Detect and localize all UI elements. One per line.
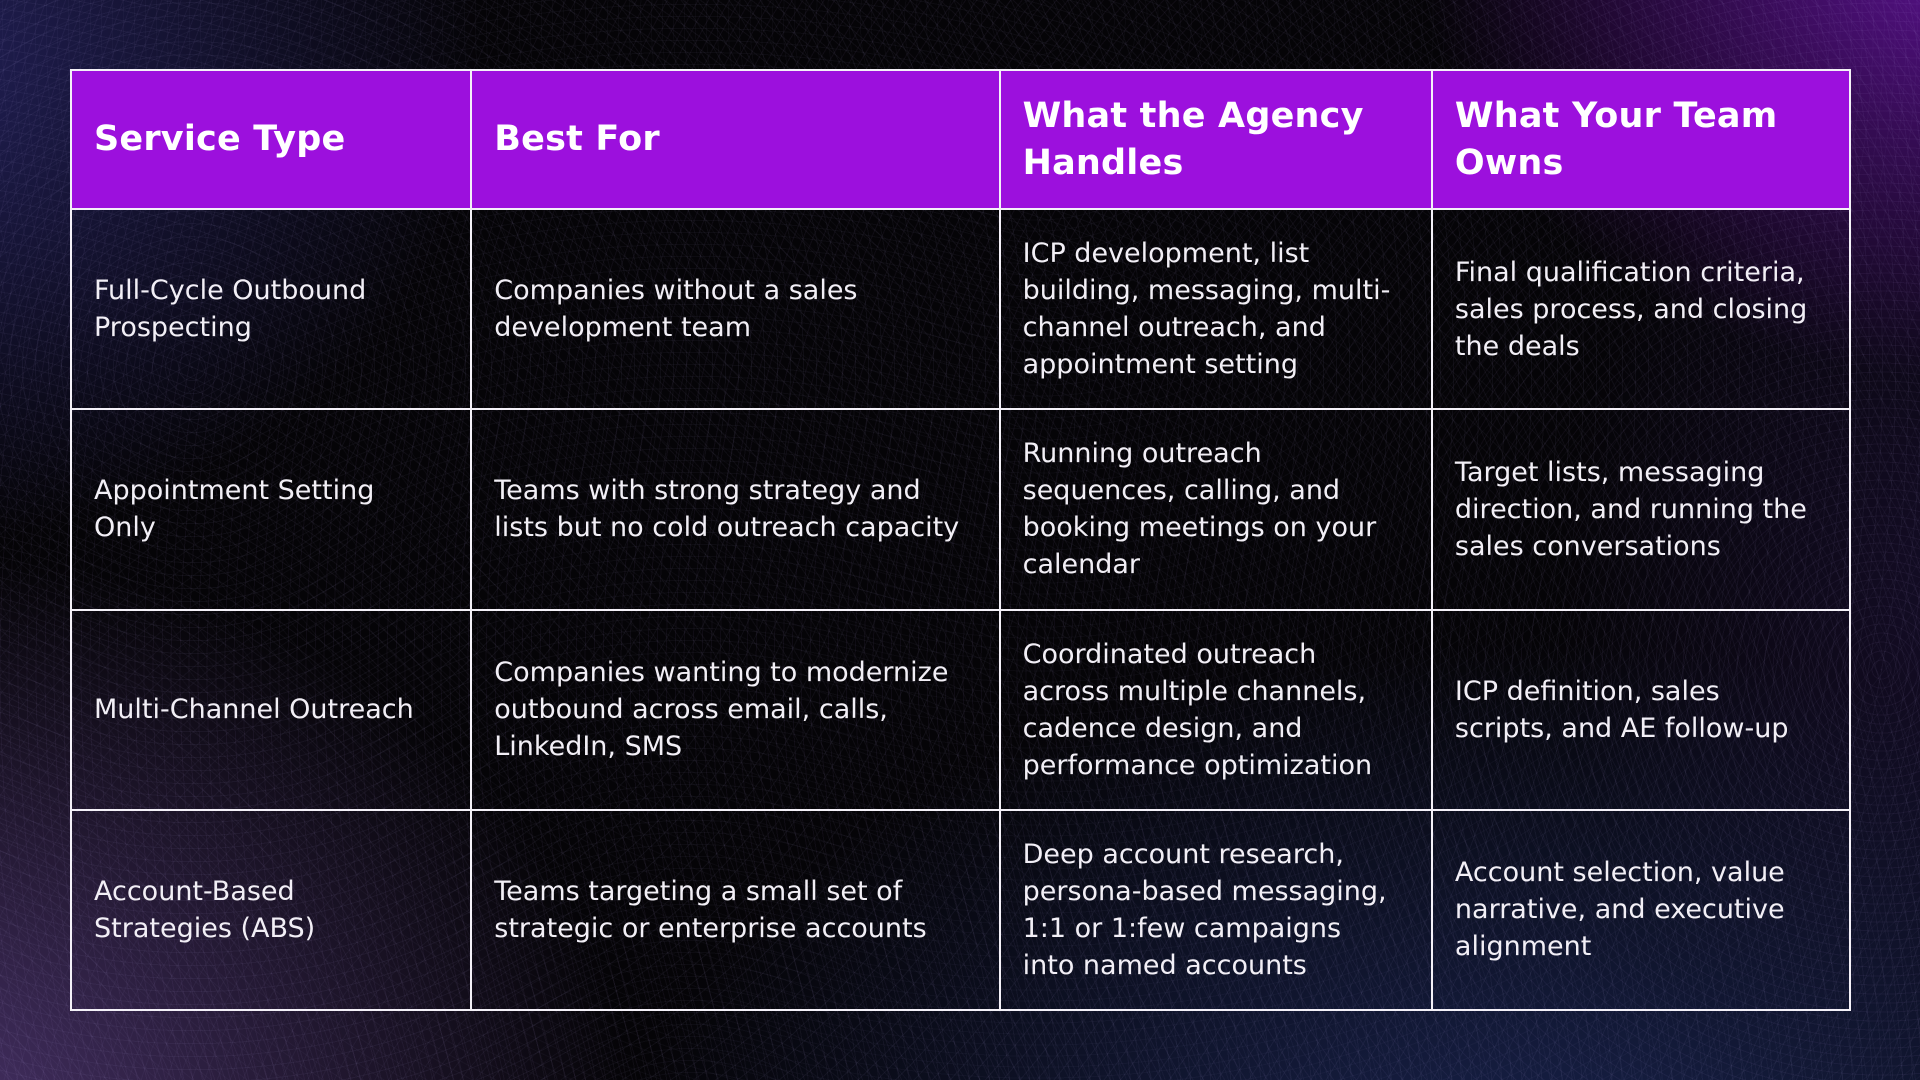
cell-service-type: Account-Based Strategies (ABS) [69,808,473,1012]
cell-agency-handles: Coordinated outreach across multiple cha… [998,608,1433,811]
cell-service-type: Appointment Setting Only [69,408,473,611]
cell-best-for: Companies without a sales development te… [470,207,1001,411]
cell-service-type: Full-Cycle Outbound Prospecting [69,207,473,411]
cell-agency-handles: Running outreach sequences, calling, and… [998,408,1433,611]
column-header-team-owns: What Your Team Owns [1430,69,1852,210]
column-header-agency-handles: What the Agency Handles [998,69,1433,210]
table-row: Account-Based Strategies (ABS) Teams tar… [69,808,1852,1012]
header-row: Service Type Best For What the Agency Ha… [69,69,1852,210]
table-row: Appointment Setting Only Teams with stro… [69,408,1852,611]
cell-team-owns: Final qualification criteria, sales proc… [1430,207,1852,411]
cell-agency-handles: ICP development, list building, messagin… [998,207,1433,411]
column-header-service-type: Service Type [69,69,473,210]
table-row: Multi-Channel Outreach Companies wanting… [69,608,1852,811]
cell-best-for: Teams targeting a small set of strategic… [470,808,1001,1012]
table-row: Full-Cycle Outbound Prospecting Companie… [69,207,1852,411]
service-comparison-table: Service Type Best For What the Agency Ha… [69,69,1852,1012]
cell-team-owns: Target lists, messaging direction, and r… [1430,408,1852,611]
cell-best-for: Companies wanting to modernize outbound … [470,608,1001,811]
cell-team-owns: ICP definition, sales scripts, and AE fo… [1430,608,1852,811]
cell-agency-handles: Deep account research, persona-based mes… [998,808,1433,1012]
cell-team-owns: Account selection, value narrative, and … [1430,808,1852,1012]
cell-service-type: Multi-Channel Outreach [69,608,473,811]
column-header-best-for: Best For [470,69,1001,210]
service-comparison-table-container: Service Type Best For What the Agency Ha… [69,69,1852,1012]
cell-best-for: Teams with strong strategy and lists but… [470,408,1001,611]
